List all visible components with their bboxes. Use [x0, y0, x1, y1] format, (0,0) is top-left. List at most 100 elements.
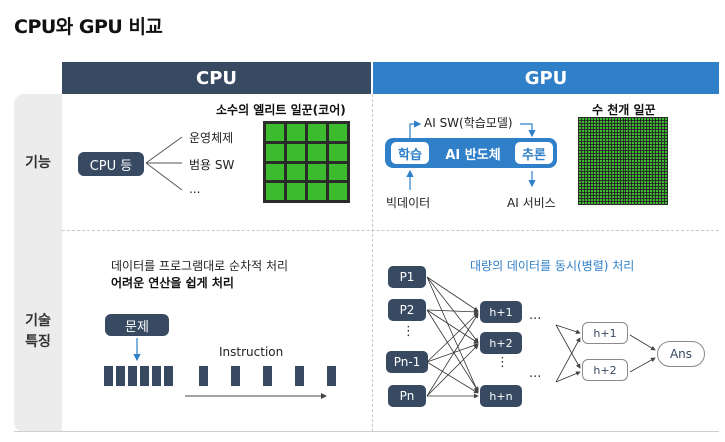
gpu-core-cell	[602, 142, 605, 144]
gpu-core-cell	[590, 196, 593, 198]
gpu-core-cell	[596, 136, 599, 138]
gpu-core-cell	[596, 127, 599, 129]
gpu-core-cell	[665, 148, 667, 150]
cpu-item-more: ...	[189, 182, 201, 196]
gpu-core-cell	[653, 160, 656, 162]
gpu-core-cell	[581, 151, 584, 153]
gpu-core-cell	[617, 142, 620, 144]
gpu-core-cell	[626, 127, 629, 129]
gpu-core-cell	[647, 187, 650, 189]
gpu-core-cell	[579, 157, 581, 159]
gpu-core-cell	[602, 163, 605, 165]
gpu-core-cell	[605, 187, 608, 189]
gpu-core-cell	[647, 118, 650, 120]
gpu-core-cell	[659, 133, 662, 135]
gpu-core-cell	[593, 157, 596, 159]
gpu-core-cell	[632, 136, 635, 138]
gpu-core-cell	[641, 139, 644, 141]
cpu-pill: CPU 등	[78, 152, 144, 176]
gpu-core-cell	[614, 184, 617, 186]
gpu-core-cell	[593, 196, 596, 198]
cpu-column-header: CPU	[62, 62, 371, 94]
gpu-core-cell	[638, 139, 641, 141]
gpu-core-cell	[659, 190, 662, 192]
gpu-core-cell	[638, 136, 641, 138]
gpu-core-cell	[590, 175, 593, 177]
gpu-core-cell	[611, 193, 614, 195]
gpu-core-cell	[581, 121, 584, 123]
gpu-core-cell	[644, 118, 647, 120]
gpu-core-cell	[584, 154, 587, 156]
gpu-core-cell	[659, 199, 662, 201]
gpu-core-cell	[659, 118, 662, 120]
gpu-core-cell	[587, 172, 590, 174]
gpu-core-cell	[593, 202, 596, 204]
gpu-core-cell	[584, 151, 587, 153]
gpu-core-cell	[653, 181, 656, 183]
gpu-core-cell	[590, 193, 593, 195]
gpu-core-cell	[632, 166, 635, 168]
gpu-core-cell	[617, 154, 620, 156]
gpu-core-cell	[602, 175, 605, 177]
gpu-core-cell	[650, 169, 653, 171]
gpu-core-cell	[623, 124, 626, 126]
gpu-core-cell	[579, 127, 581, 129]
gpu-core-cell	[614, 172, 617, 174]
gpu-ai-sw-label: AI SW(학습모델)	[424, 116, 513, 130]
gpu-core-cell	[659, 151, 662, 153]
gpu-core-cell	[623, 196, 626, 198]
gpu-core-cell	[614, 196, 617, 198]
gpu-core-cell	[602, 121, 605, 123]
gpu-core-cell	[605, 157, 608, 159]
gpu-core-cell	[665, 184, 667, 186]
gpu-core-cell	[581, 184, 584, 186]
gpu-core-cell	[650, 166, 653, 168]
gpu-core-cell	[614, 145, 617, 147]
gpu-column-header: GPU	[373, 62, 719, 94]
gpu-core-cell	[638, 133, 641, 135]
gpu-core-cell	[599, 181, 602, 183]
gpu-core-cell	[629, 133, 632, 135]
gpu-core-cell	[584, 166, 587, 168]
gpu-core-cell	[581, 187, 584, 189]
gpu-core-cell	[629, 178, 632, 180]
gpu-core-cell	[650, 199, 653, 201]
gpu-core-cell	[611, 169, 614, 171]
gpu-core-cell	[626, 196, 629, 198]
gpu-core-cell	[602, 172, 605, 174]
gpu-core-cell	[644, 202, 647, 204]
gpu-core-cell	[611, 118, 614, 120]
gpu-core-cell	[665, 163, 667, 165]
gpu-core-cell	[605, 190, 608, 192]
gpu-core-cell	[602, 139, 605, 141]
gpu-core-cell	[579, 181, 581, 183]
gpu-core-cell	[581, 172, 584, 174]
gpu-core-cell	[629, 193, 632, 195]
gpu-core-cell	[629, 127, 632, 129]
gpu-core-cell	[644, 142, 647, 144]
gpu-core-cell	[653, 169, 656, 171]
gpu-core-cell	[659, 193, 662, 195]
cpu-tech-line1: 데이터를 프로그램대로 순차적 처리	[111, 259, 289, 273]
gpu-core-cell	[584, 202, 587, 204]
gpu-core-cell	[656, 187, 659, 189]
gpu-core-cell	[602, 184, 605, 186]
gpu-core-cell	[665, 181, 667, 183]
gpu-core-cell	[665, 124, 667, 126]
gpu-core-cell	[623, 181, 626, 183]
gpu-core-cell	[614, 133, 617, 135]
gpu-core-cell	[662, 136, 665, 138]
instruction-block	[128, 366, 137, 386]
gpu-core-cell	[620, 118, 623, 120]
gpu-core-cell	[623, 118, 626, 120]
gpu-core-cell	[626, 199, 629, 201]
gpu-core-cell	[665, 172, 667, 174]
gpu-core-cell	[632, 130, 635, 132]
gpu-core-cell	[665, 154, 667, 156]
gpu-core-cell	[611, 157, 614, 159]
gpu-core-cell	[656, 157, 659, 159]
gpu-core-cell	[602, 151, 605, 153]
gpu-core-cell	[581, 130, 584, 132]
gpu-core-cell	[584, 139, 587, 141]
gpu-core-cell	[602, 202, 605, 204]
